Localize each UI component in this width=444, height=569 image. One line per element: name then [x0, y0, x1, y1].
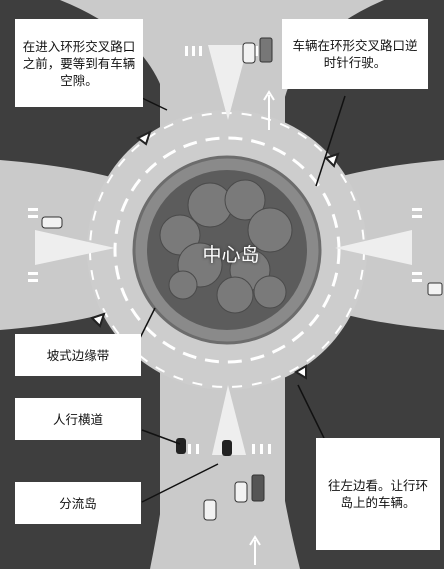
splitter-island-west [35, 230, 115, 265]
splitter-island-east [335, 230, 412, 265]
central-island-label: 中心岛 [202, 244, 260, 266]
leader-lines [139, 95, 346, 503]
callout-apron: 坡式边缘带 [15, 334, 141, 376]
callout-wait-before-entry: 在进入环形交叉路口之前，要等到有车辆空隙。 [15, 19, 143, 107]
road-flare-sw [150, 380, 175, 569]
callout-counterclockwise: 车辆在环形交叉路口逆时针行驶。 [282, 19, 428, 89]
crosswalk-west [28, 208, 38, 282]
apron-edge [132, 155, 322, 345]
splitter-island-north [208, 45, 248, 120]
vehicles [41, 37, 443, 521]
direction-arrows [249, 90, 275, 565]
callout-splitter-island: 分流岛 [15, 482, 141, 524]
circulating-lane-line [113, 136, 341, 364]
crosswalk-east [412, 208, 422, 282]
splitter-island-south [212, 385, 246, 455]
callout-crosswalk: 人行横道 [15, 398, 141, 440]
road-flare-se [270, 380, 300, 569]
yield-markings [90, 130, 340, 380]
island-vegetation [159, 179, 293, 314]
callout-look-left-yield: 往左边看。让行环岛上的车辆。 [316, 438, 440, 550]
